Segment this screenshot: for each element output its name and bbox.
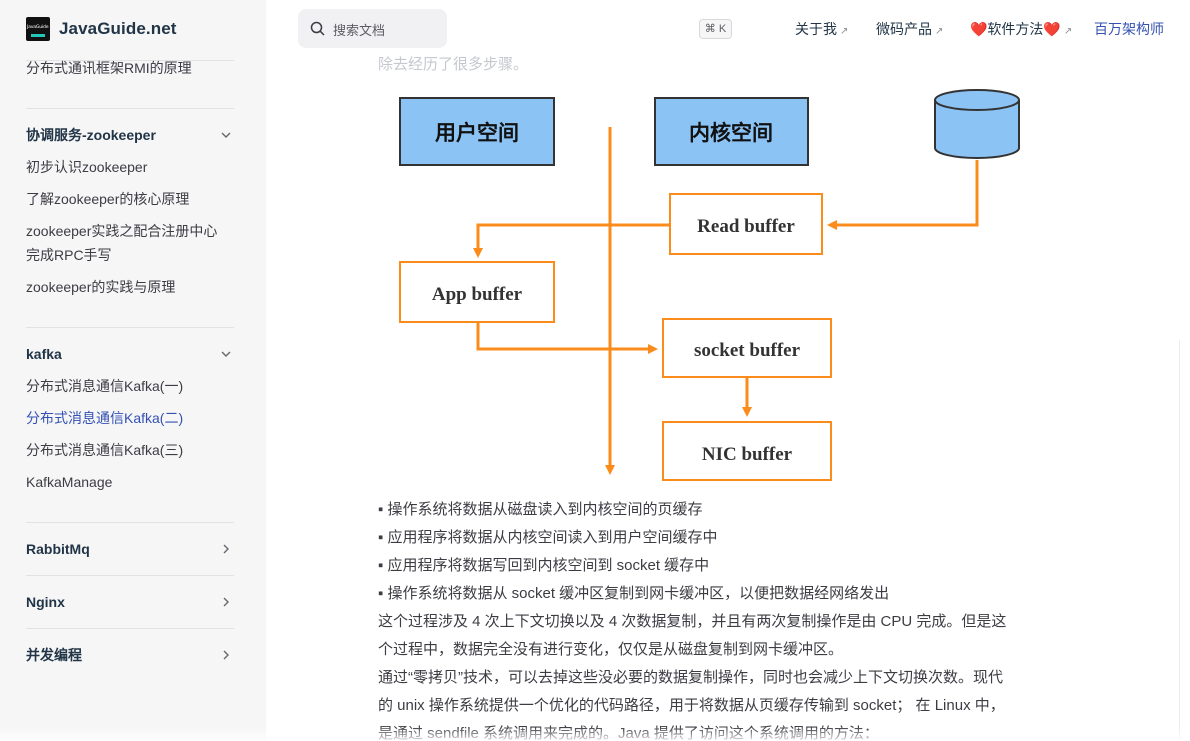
search-button[interactable]: 搜索文档 ⌘ K: [298, 9, 732, 48]
chevron-down-icon: [221, 351, 231, 357]
bullet-item: ▪ 应用程序将数据写回到内核空间到 socket 缓存中: [378, 557, 710, 574]
sidebar-item[interactable]: 分布式消息通信Kafka(一): [26, 378, 184, 394]
paragraph-line: 通过“零拷贝”技术，可以去掉这些没必要的数据复制操作，同时也会减少上下文切换次数…: [378, 669, 1003, 686]
group-title: RabbitMq: [26, 541, 90, 557]
sidebar-item[interactable]: 初步认识zookeeper: [26, 159, 148, 175]
main-content: 除去经历了很多步骤。: [266, 0, 1190, 741]
disk-to-read-arrow: [827, 160, 979, 230]
logo-text: JavaGuide: [27, 25, 49, 30]
bullet-item: ▪ 应用程序将数据从内核空间读入到用户空间缓存中: [378, 529, 718, 546]
sidebar-item[interactable]: 了解zookeeper的核心原理: [26, 191, 190, 207]
nic-buffer-box: [662, 421, 832, 481]
group-title: 并发编程: [26, 647, 82, 663]
nav-link-products[interactable]: 微码产品↗: [876, 21, 944, 37]
paragraph-line: 这个过程涉及 4 次上下文切换以及 4 次数据复制，并且有两次复制操作是由 CP…: [378, 613, 1007, 630]
sidebar-item[interactable]: KafkaManage: [26, 474, 113, 490]
sidebar-group-kafka[interactable]: kafka: [26, 342, 234, 366]
sidebar-item[interactable]: zookeeper的实践与原理: [26, 279, 176, 295]
kernel-space-label: 内核空间: [689, 121, 773, 145]
chevron-down-icon: [221, 132, 231, 138]
external-link-icon: ↗: [840, 26, 849, 37]
group-title: 协调服务-zookeeper: [26, 127, 156, 143]
paragraph-line: 的 unix 操作系统提供一个优化的代码路径，用于将数据从页缓存传输到 sock…: [378, 697, 1005, 714]
sidebar-item-rmi[interactable]: 分布式通讯框架RMI的原理: [26, 60, 192, 76]
search-shortcut: ⌘ K: [699, 19, 732, 39]
search-placeholder: 搜索文档: [333, 23, 386, 38]
sidebar-item[interactable]: 分布式消息通信Kafka(三): [26, 442, 184, 458]
divider: [26, 60, 234, 61]
divider: [26, 327, 234, 328]
sidebar-item-active[interactable]: 分布式消息通信Kafka(二): [26, 410, 184, 426]
site-title: JavaGuide.net: [59, 19, 177, 38]
read-buffer-label: Read buffer: [697, 216, 795, 237]
app-buffer-box: [399, 261, 555, 323]
zero-copy-diagram: 用户空间 内核空间 Read buffer App buffer socket …: [399, 89, 1020, 481]
brand[interactable]: JavaGuide JavaGuide.net: [26, 17, 177, 41]
bullet-item: ▪ 操作系统将数据从磁盘读入到内核空间的页缓存: [378, 501, 703, 518]
chevron-right-icon: [223, 650, 229, 660]
search-icon: [310, 21, 325, 36]
sidebar-item[interactable]: 完成RPC手写: [26, 247, 112, 263]
chevron-right-icon: [223, 544, 229, 554]
divider: [26, 575, 234, 576]
sidebar-group-zookeeper[interactable]: 协调服务-zookeeper: [26, 123, 234, 147]
divider: [26, 522, 234, 523]
nav-link-software-method[interactable]: ❤️软件方法❤️↗: [970, 21, 1073, 37]
sidebar-group-rabbitmq[interactable]: RabbitMq: [26, 537, 234, 561]
nic-buffer-label: NIC buffer: [702, 444, 793, 465]
socket-buffer-label: socket buffer: [694, 340, 801, 361]
divider: [26, 628, 234, 629]
site-logo: JavaGuide: [26, 17, 50, 41]
paragraph-line: 是通过 sendfile 系统调用来完成的。Java 提供了访问这个系统调用的方…: [378, 725, 879, 741]
paragraph-line: 个过程中，数据完全没有进行变化，仅仅是从磁盘复制到网卡缓冲区。: [378, 641, 844, 658]
external-link-icon: ↗: [1063, 26, 1073, 37]
sidebar-group-nginx[interactable]: Nginx: [26, 590, 234, 614]
scrollbar[interactable]: [1179, 340, 1180, 740]
user-space-box: [399, 97, 555, 166]
faded-text: 除去经历了很多步骤。: [378, 56, 529, 73]
external-link-icon: ↗: [935, 26, 944, 37]
bullet-item: ▪ 操作系统将数据从 socket 缓冲区复制到网卡缓冲区，以便把数据经网络发出: [378, 585, 890, 602]
kernel-space-box: [654, 97, 809, 166]
nav-link-architect[interactable]: 百万架构师: [1094, 21, 1164, 37]
read-buffer-box: [669, 193, 823, 255]
sidebar: JavaGuide JavaGuide.net 分布式通讯框架RMI的原理 协调…: [0, 0, 266, 741]
read-to-app-arrow: [473, 223, 670, 258]
user-space-label: 用户空间: [435, 121, 519, 145]
group-title: Nginx: [26, 594, 65, 610]
app-to-socket-arrow: [476, 322, 658, 354]
socket-buffer-box: [662, 318, 832, 378]
group-title: kafka: [26, 346, 62, 362]
chevron-right-icon: [223, 597, 229, 607]
nav-link-about[interactable]: 关于我↗: [795, 21, 849, 37]
sidebar-group-concurrency[interactable]: 并发编程: [26, 643, 234, 667]
disk-icon: [934, 89, 1020, 159]
sidebar-item[interactable]: zookeeper实践之配合注册中心: [26, 223, 218, 239]
divider: [26, 108, 234, 109]
app-buffer-label: App buffer: [432, 284, 523, 305]
